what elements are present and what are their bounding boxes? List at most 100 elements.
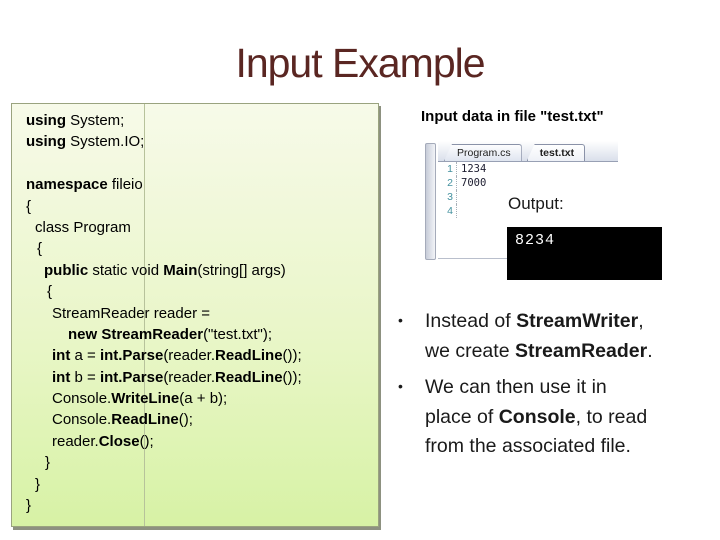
code-line: { [26,196,376,217]
code-token: StreamReader reader = [52,304,210,322]
code-token: static void [88,261,164,279]
code-token: { [26,197,32,215]
code-token: ReadLine [215,368,283,386]
code-token: { [37,240,43,258]
code-token: Instead of [425,310,517,332]
code-token: (string[] args) [197,261,286,279]
code-token: (reader. [163,347,216,365]
code-token: using [26,133,66,151]
line-number: 4 [438,204,457,218]
code-line: } [26,495,376,516]
code-token: public [44,261,89,279]
code-token: } [26,497,32,515]
code-token: , to read [575,405,648,428]
code-token: a = [70,347,100,365]
code-token: . [647,339,653,362]
editor-left-strip [425,143,436,260]
code-token: We can then use it in [425,376,607,398]
code-token: WriteLine [111,390,180,408]
code-token: Close [98,432,140,450]
code-line: } [26,452,376,473]
console-output-value: 8234 [515,232,556,249]
code-token: b = [70,368,100,386]
code-panel: using System;using System.IO;namespace f… [11,103,379,527]
code-token: StreamReader [514,339,648,362]
bullet-list: • Instead of StreamWriter, we create Strea… [398,307,704,462]
code-line: int a = int.Parse(reader.ReadLine()); [26,345,376,366]
code-token: new StreamReader [68,325,204,343]
code-token: Console [498,405,576,428]
code-token: place of [425,405,499,428]
line-text [457,190,461,204]
code-token: class Program [35,218,131,236]
code-line: { [26,281,376,302]
code-token: Console. [52,411,112,429]
editor-line: 4 [438,204,518,218]
line-text: 1234 [461,163,487,175]
line-text [457,204,461,218]
code-line: public static void Main(string[] args) [26,260,376,281]
code-token: ()); [282,347,302,365]
code-token: StreamWriter [516,310,639,332]
code-token: Main [163,261,198,279]
code-line: class Program [26,217,376,238]
code-token: reader. [52,432,99,450]
code-line: reader.Close(); [26,431,376,452]
code-token: (); [178,411,193,429]
code-listing: using System;using System.IO;namespace f… [26,110,376,516]
line-text: 7000 [461,177,487,189]
code-line: int b = int.Parse(reader.ReadLine()); [26,367,376,388]
code-line: using System; [26,110,376,131]
code-token: using [26,112,66,129]
code-panel-divider [144,104,145,526]
code-token: (); [139,432,154,450]
code-token: { [47,283,53,301]
code-line: namespace fileio [26,174,376,195]
code-token: int [52,368,71,386]
code-line: using System.IO; [26,131,376,152]
code-token: Console. [52,390,112,408]
editor-line: 3 [438,190,518,204]
code-token: we create [425,339,515,362]
code-token: namespace [26,176,108,194]
code-token: System.IO; [66,133,145,151]
code-token: } [45,454,51,472]
code-line [26,153,376,174]
code-token: (a + b); [179,390,228,408]
code-token: int.Parse [99,347,164,365]
bullet-text: We can then use it in place of Console, t… [425,373,647,462]
code-token: from the associated file. [425,435,631,457]
editor-line: 1 1234 [438,162,518,176]
bullet-item: • We can then use it in place of Console, … [398,373,704,462]
code-token: int.Parse [99,368,164,386]
code-token: ("test.txt"); [203,325,273,343]
code-line: Console.ReadLine(); [26,409,376,430]
code-token: , [638,310,644,332]
bullet-marker-icon: • [398,378,403,394]
file-heading: Input data in file "test.txt" [421,108,604,125]
bullet-text: Instead of StreamWriter, we create Stream… [425,307,653,366]
editor-tab-program-cs: Program.cs [444,144,522,161]
code-token: (reader. [163,368,216,386]
code-line: StreamReader reader = [26,303,376,324]
code-line: Console.WriteLine(a + b); [26,388,376,409]
console-output-box: 8234 [507,227,662,280]
code-token: int [52,347,71,365]
line-number: 2 [438,176,457,190]
code-line: } [26,474,376,495]
page-title: Input Example [235,40,485,86]
code-token: } [35,475,41,493]
bullet-item: • Instead of StreamWriter, we create Strea… [398,307,704,366]
line-number: 3 [438,190,457,204]
editor-line: 2 7000 [438,176,518,190]
code-token: fileio [107,176,143,194]
bullet-marker-icon: • [398,312,403,328]
code-token: ()); [282,368,302,386]
line-number: 1 [438,162,457,176]
code-token: ReadLine [215,347,283,365]
code-token: System; [66,112,125,129]
